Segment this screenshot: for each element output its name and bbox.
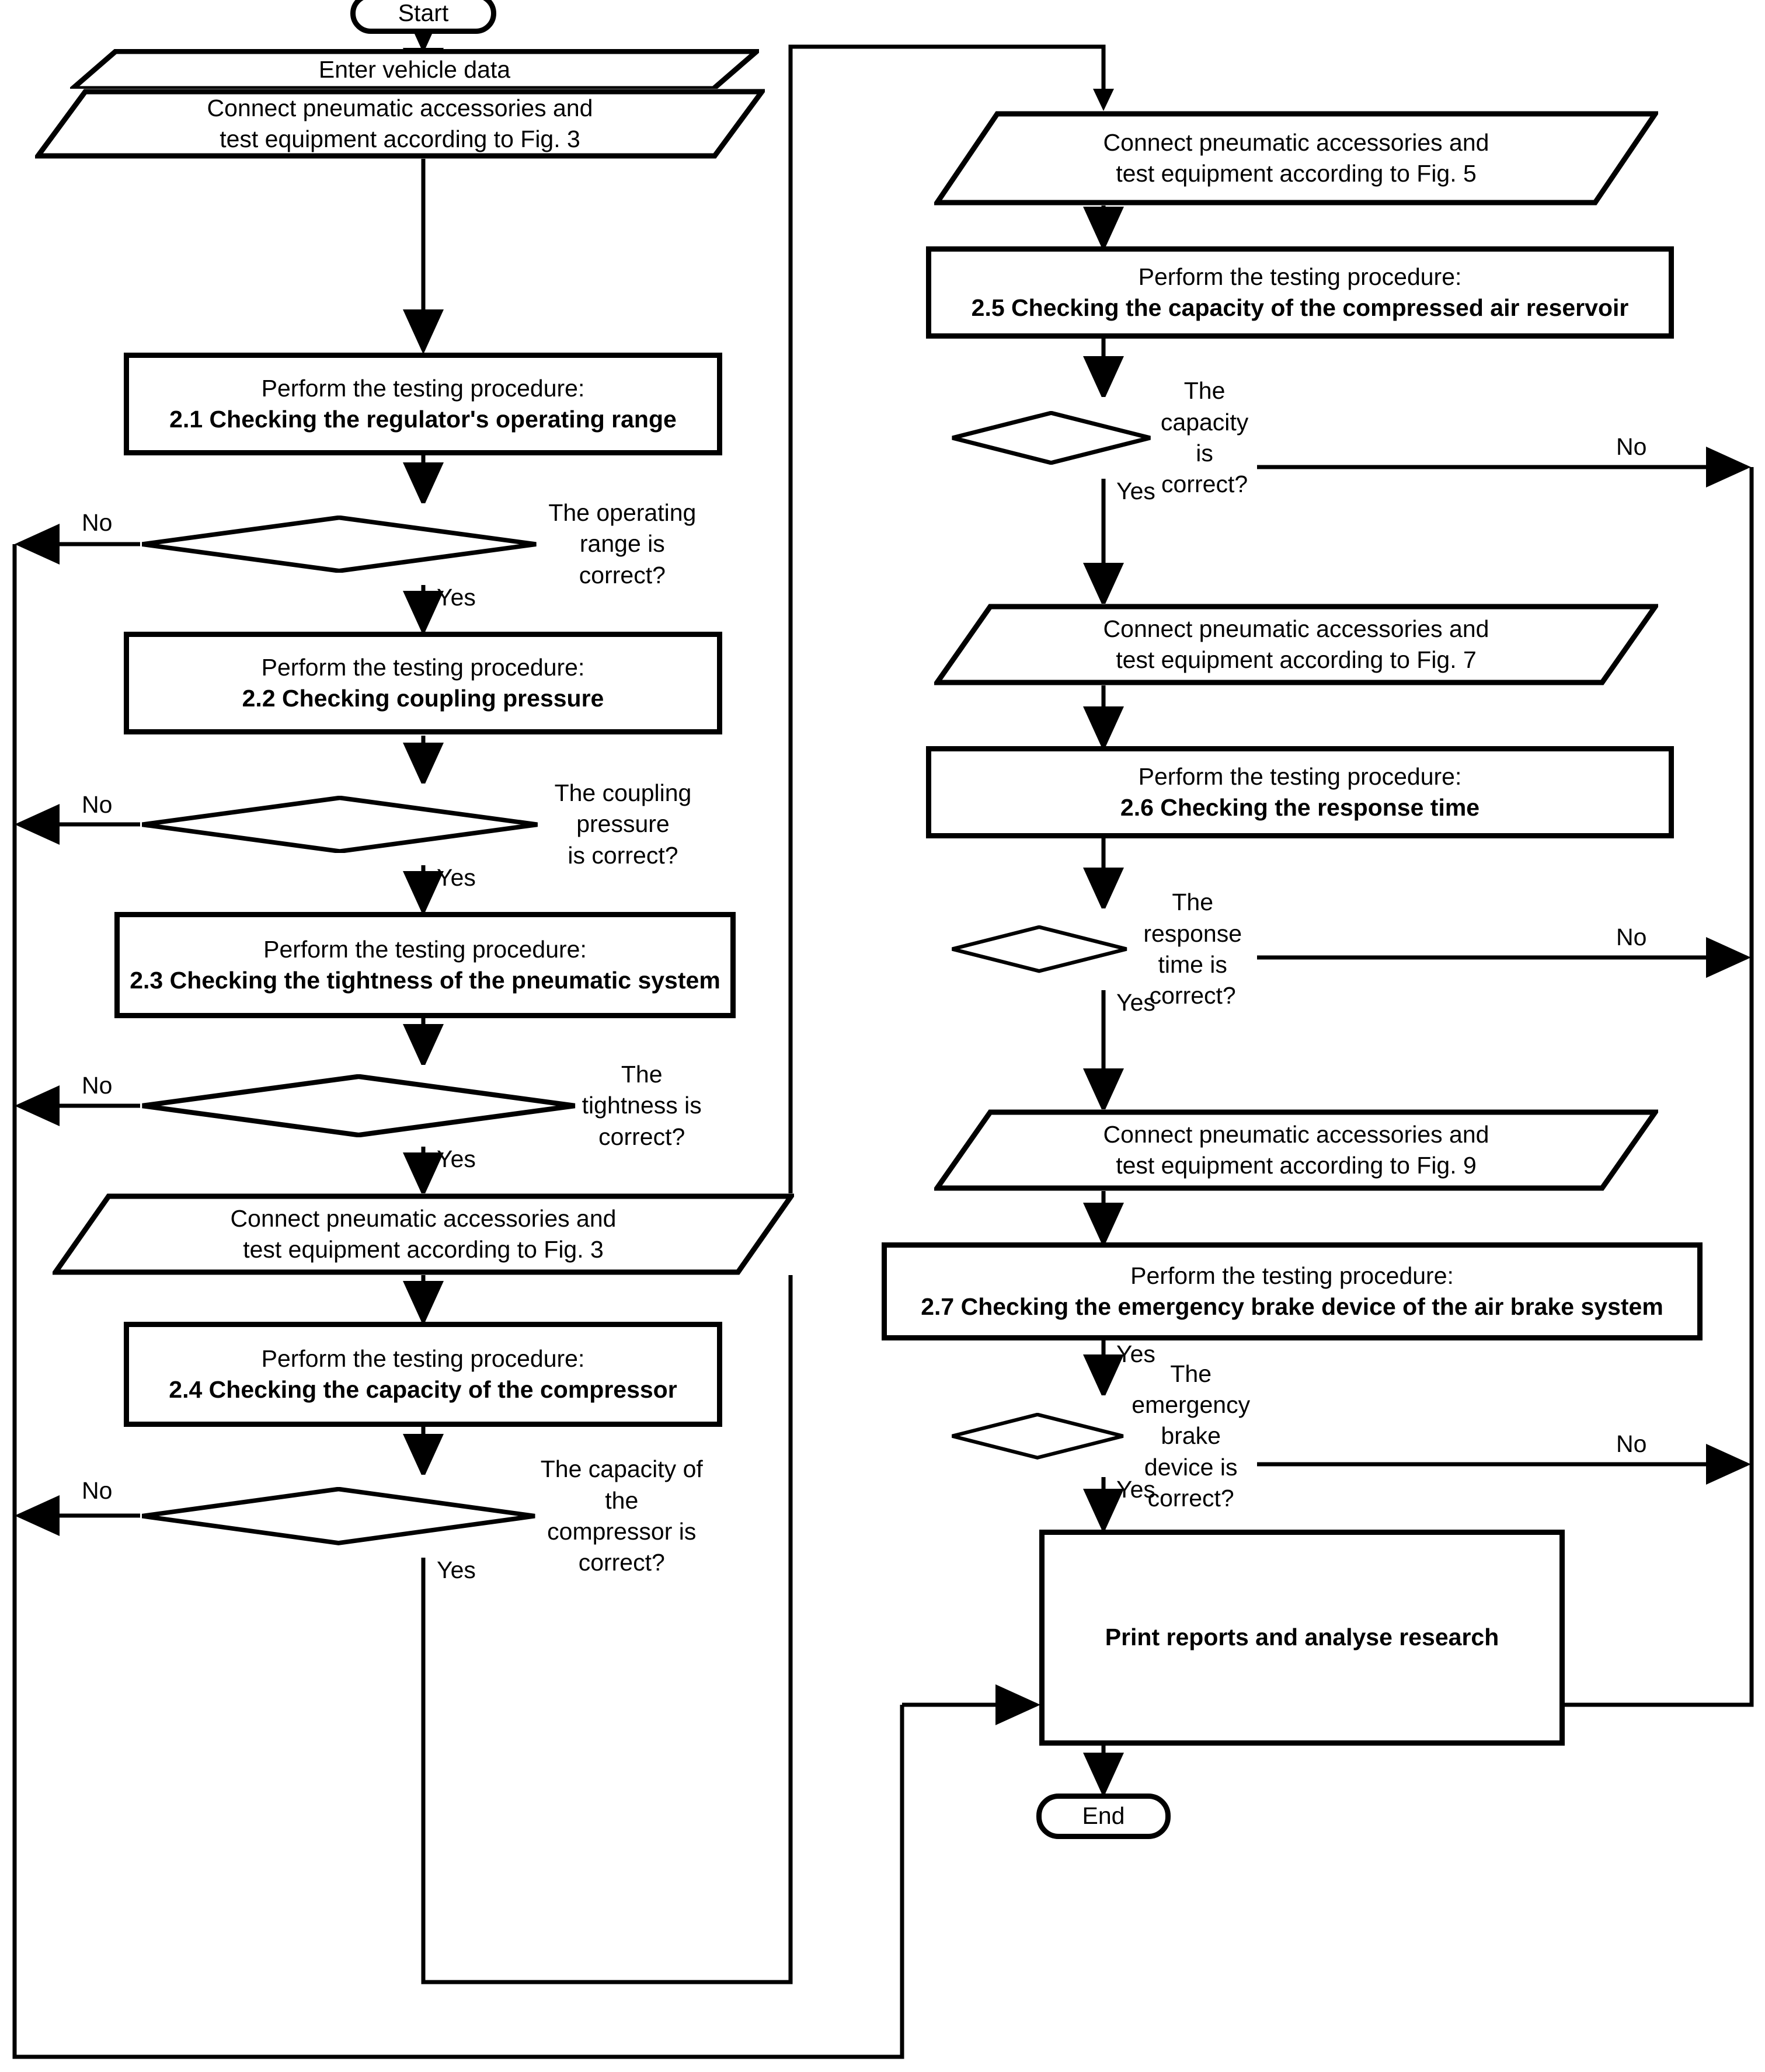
node-decision-response-time-line1: The response time is — [1143, 889, 1242, 978]
node-connect-fig5[interactable]: Connect pneumatic accessories and test e… — [934, 111, 1658, 206]
node-start[interactable]: Start — [350, 0, 496, 34]
node-connect-fig3-a-line1: Connect pneumatic accessories and — [207, 94, 593, 121]
node-decision-capacity-line2: correct? — [1161, 471, 1248, 498]
node-decision-tightness-line1: The tightness is — [582, 1061, 702, 1119]
node-connect-fig9-line2: test equipment according to Fig. 9 — [1116, 1152, 1477, 1179]
node-connect-fig9-line1: Connect pneumatic accessories and — [1103, 1120, 1489, 1148]
edge-label-no-response-time: No — [1616, 924, 1647, 950]
node-procedure-21[interactable]: Perform the testing procedure: 2.1 Check… — [124, 353, 722, 455]
node-procedure-27-line1: Perform the testing procedure: — [1130, 1262, 1454, 1289]
node-procedure-24-line2: 2.4 Checking the capacity of the compres… — [169, 1376, 677, 1403]
node-connect-fig3-b[interactable]: Connect pneumatic accessories and test e… — [53, 1193, 794, 1275]
node-procedure-24-line1: Perform the testing procedure: — [261, 1345, 585, 1372]
edge-label-yes-emergency-brake: Yes — [1116, 1476, 1155, 1503]
node-decision-emergency-brake-line1: The emergency brake — [1132, 1360, 1251, 1450]
node-decision-capacity[interactable]: The capacity is correct? — [951, 377, 1257, 497]
diamond-shape — [142, 795, 538, 854]
parallelogram-shape — [934, 1109, 1658, 1191]
diamond-shape — [142, 1074, 576, 1137]
node-decision-coupling-pressure-line2: is correct? — [568, 841, 678, 869]
node-connect-fig9[interactable]: Connect pneumatic accessories and test e… — [934, 1109, 1658, 1191]
node-decision-compressor-capacity-line2: compressor is correct? — [547, 1518, 697, 1576]
node-procedure-25[interactable]: Perform the testing procedure: 2.5 Check… — [926, 246, 1674, 339]
node-connect-fig7-line2: test equipment according to Fig. 7 — [1116, 646, 1477, 673]
edge-label-yes-compressor-capacity: Yes — [437, 1556, 476, 1583]
node-decision-operating-range[interactable]: The operating range is correct? — [140, 499, 706, 588]
node-connect-fig7-line1: Connect pneumatic accessories and — [1103, 615, 1489, 642]
node-start-label: Start — [398, 0, 449, 27]
node-decision-operating-range-line1: The operating range is — [548, 499, 697, 558]
edge-label-yes-coupling-pressure: Yes — [437, 864, 476, 891]
node-decision-coupling-pressure[interactable]: The coupling pressure is correct? — [140, 779, 706, 869]
node-print-reports[interactable]: Print reports and analyse research — [1039, 1530, 1565, 1746]
diamond-shape — [141, 1487, 535, 1545]
parallelogram-shape — [934, 604, 1658, 685]
edge-label-no-tightness: No — [82, 1072, 113, 1099]
node-decision-compressor-capacity[interactable]: The capacity of the compressor is correc… — [140, 1455, 706, 1576]
node-procedure-21-line1: Perform the testing procedure: — [261, 374, 585, 402]
node-procedure-25-line2: 2.5 Checking the capacity of the compres… — [971, 294, 1629, 321]
node-procedure-22-line1: Perform the testing procedure: — [261, 653, 585, 681]
node-enter-vehicle-data-label: Enter vehicle data — [318, 56, 511, 83]
diamond-shape — [952, 410, 1151, 465]
node-decision-operating-range-line2: correct? — [579, 561, 666, 588]
node-print-reports-label: Print reports and analyse research — [1105, 1624, 1499, 1651]
diamond-shape — [141, 515, 537, 573]
node-procedure-25-line1: Perform the testing procedure: — [1138, 263, 1462, 290]
node-procedure-27[interactable]: Perform the testing procedure: 2.7 Check… — [882, 1242, 1703, 1340]
edge-label-yes-response-time: Yes — [1116, 989, 1155, 1016]
parallelogram-shape — [934, 111, 1658, 206]
diamond-shape — [952, 1413, 1124, 1460]
diamond-shape — [952, 925, 1127, 973]
node-decision-response-time[interactable]: The response time is correct? — [951, 889, 1257, 1009]
node-decision-compressor-capacity-line1: The capacity of the — [540, 1455, 703, 1514]
node-decision-coupling-pressure-line1: The coupling pressure — [554, 779, 692, 838]
node-connect-fig3-b-line2: test equipment according to Fig. 3 — [243, 1236, 604, 1263]
node-procedure-21-line2: 2.1 Checking the regulator's operating r… — [169, 406, 677, 433]
edge-left-rail-to-print — [12, 544, 904, 2059]
node-connect-fig7[interactable]: Connect pneumatic accessories and test e… — [934, 604, 1658, 685]
node-enter-vehicle-data[interactable]: Enter vehicle data — [70, 49, 759, 91]
edge-label-no-coupling-pressure: No — [82, 791, 113, 818]
node-connect-fig5-line1: Connect pneumatic accessories and — [1103, 128, 1489, 156]
node-procedure-22[interactable]: Perform the testing procedure: 2.2 Check… — [124, 632, 722, 734]
edge-label-yes-tightness: Yes — [437, 1145, 476, 1172]
edge-label-no-operating-range: No — [82, 509, 113, 536]
edge-label-no-compressor-capacity: No — [82, 1477, 113, 1504]
node-end-label: End — [1082, 1802, 1125, 1830]
node-procedure-26[interactable]: Perform the testing procedure: 2.6 Check… — [926, 746, 1674, 838]
node-decision-response-time-line2: correct? — [1149, 982, 1236, 1009]
node-connect-fig3-a-line2: test equipment according to Fig. 3 — [220, 126, 580, 152]
node-decision-emergency-brake[interactable]: The emergency brake device is correct? — [951, 1360, 1257, 1512]
edge-label-yes-operating-range: Yes — [437, 584, 476, 611]
node-procedure-26-line1: Perform the testing procedure: — [1138, 762, 1462, 790]
node-procedure-23[interactable]: Perform the testing procedure: 2.3 Check… — [114, 912, 736, 1018]
node-decision-tightness-line2: correct? — [598, 1123, 685, 1150]
node-decision-tightness[interactable]: The tightness is correct? — [140, 1061, 706, 1150]
node-procedure-27-line2: 2.7 Checking the emergency brake device … — [921, 1293, 1663, 1320]
edge-label-yes-into-emergency: Yes — [1116, 1340, 1155, 1367]
node-connect-fig3-b-line1: Connect pneumatic accessories and — [230, 1204, 617, 1232]
node-connect-fig5-line2: test equipment according to Fig. 5 — [1116, 160, 1477, 187]
node-procedure-22-line2: 2.2 Checking coupling pressure — [242, 685, 604, 712]
edge-label-no-emergency-brake: No — [1616, 1430, 1647, 1457]
node-decision-capacity-line1: The capacity is — [1160, 377, 1249, 466]
arrowhead-into-connect5 — [1093, 89, 1114, 111]
edge-yes-compressor-to-connect5 — [421, 44, 1106, 1984]
node-procedure-23-line1: Perform the testing procedure: — [263, 935, 587, 963]
node-connect-fig3-a[interactable]: Connect pneumatic accessories and test e… — [35, 89, 765, 159]
parallelogram-shape — [53, 1193, 794, 1275]
node-decision-emergency-brake-line2: device is correct? — [1144, 1453, 1238, 1512]
edge-label-no-capacity: No — [1616, 433, 1647, 460]
node-end[interactable]: End — [1036, 1794, 1171, 1839]
parallelogram-shape — [35, 89, 765, 159]
node-procedure-26-line2: 2.6 Checking the response time — [1120, 794, 1480, 821]
edge-label-yes-capacity: Yes — [1116, 478, 1155, 504]
node-procedure-23-line2: 2.3 Checking the tightness of the pneuma… — [130, 967, 720, 994]
node-procedure-24[interactable]: Perform the testing procedure: 2.4 Check… — [124, 1322, 722, 1427]
